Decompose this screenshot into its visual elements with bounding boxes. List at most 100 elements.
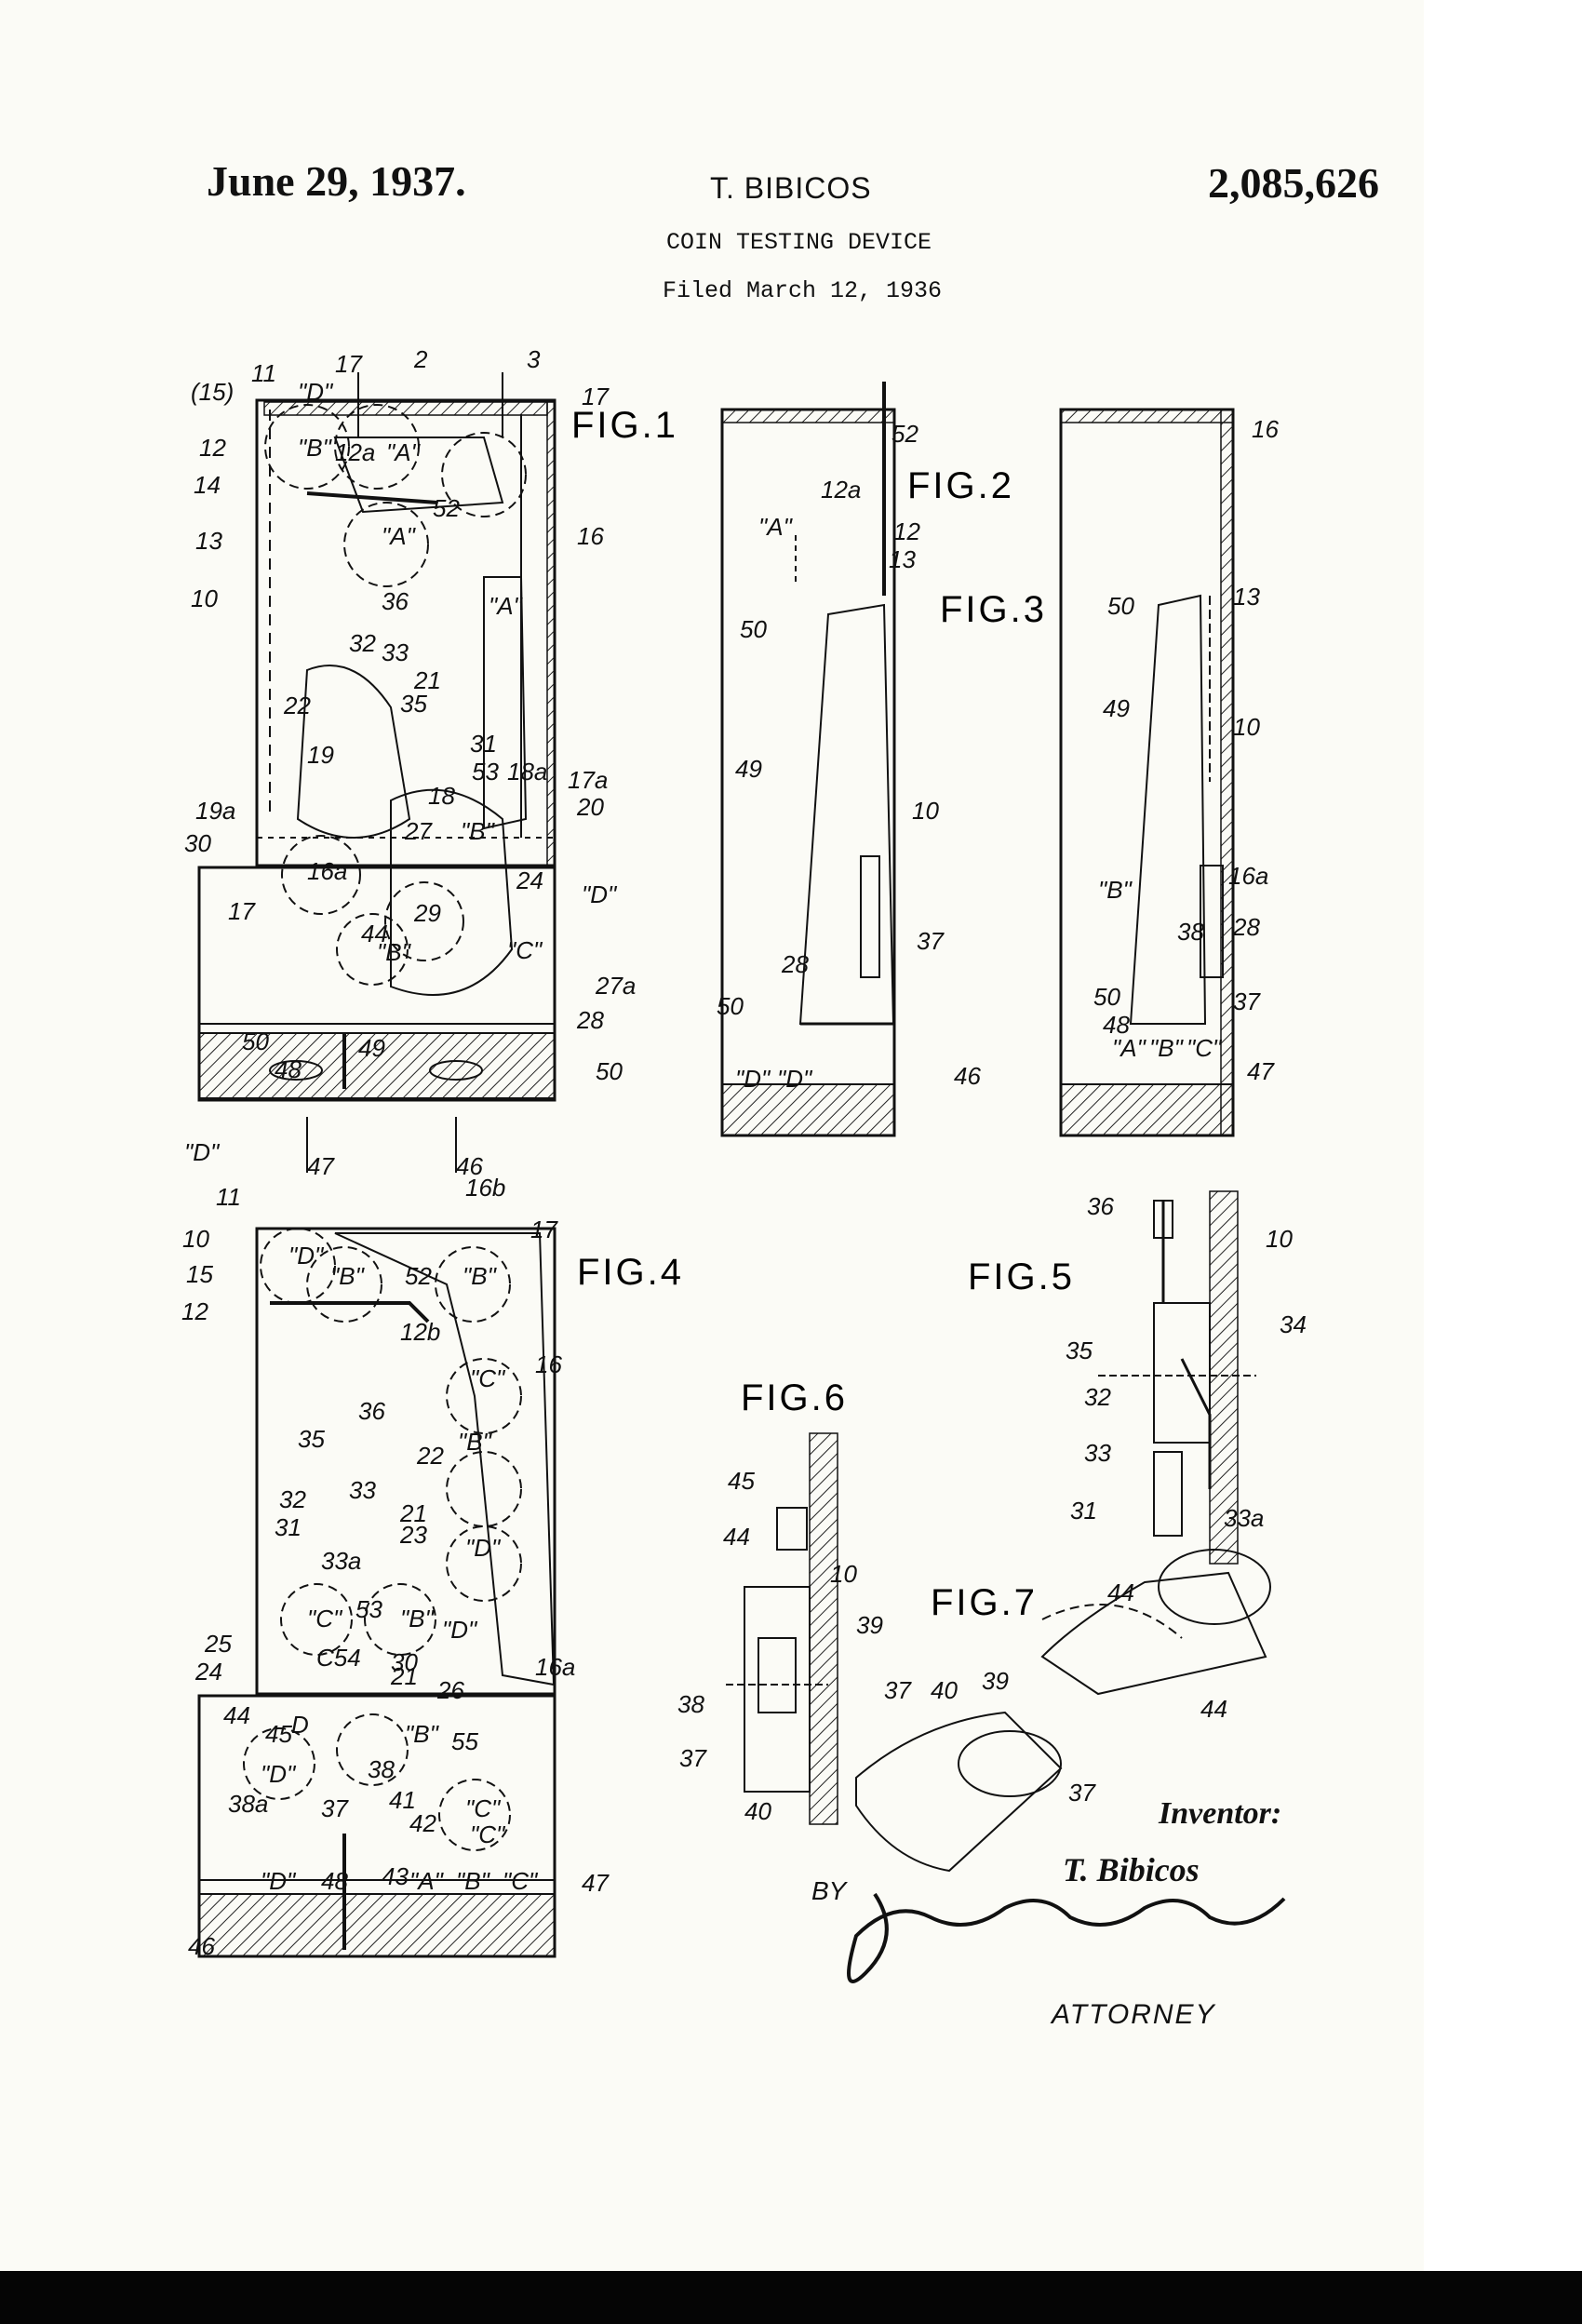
attorney-label: ATTORNEY	[1052, 1999, 1216, 2030]
fig1-reference-numeral: 31	[470, 730, 497, 758]
fig2-reference-numeral: 50	[717, 992, 744, 1020]
fig3-reference-numeral: "B"	[1149, 1034, 1185, 1062]
fig1-reference-numeral: "C"	[507, 936, 543, 964]
fig1-reference-numeral: 27	[404, 817, 433, 845]
fig5-reference-numeral: 34	[1280, 1310, 1307, 1338]
fig1-reference-numeral: "B"	[461, 817, 496, 845]
fig4-reference-numeral: 55	[451, 1727, 478, 1755]
fig1-reference-numeral: 12a	[335, 438, 375, 466]
fig6-reference-numeral: 45	[728, 1467, 755, 1495]
fig1-reference-numeral: 17	[582, 383, 610, 410]
fig1-reference-numeral: 33	[382, 638, 409, 666]
patent-date: June 29, 1937.	[207, 157, 466, 205]
fig4-reference-numeral: 21	[390, 1662, 418, 1690]
fig7-label: FIG.7	[931, 1582, 1038, 1623]
fig1-reference-numeral: 16a	[307, 857, 347, 885]
fig3-reference-numeral: 13	[1233, 583, 1260, 611]
fig4-reference-numeral: 25	[204, 1630, 232, 1658]
fig2-reference-numeral: 52	[892, 420, 918, 448]
fig4-reference-numeral: C54	[316, 1644, 361, 1672]
fig5-reference-numeral: 10	[1266, 1225, 1293, 1253]
fig1-reference-numeral: 24	[516, 866, 543, 894]
fig1-reference-numeral: 14	[194, 471, 221, 499]
fig4-reference-numeral: 47	[582, 1869, 610, 1897]
fig4-reference-numeral: 22	[416, 1442, 444, 1470]
fig4-reference-numeral: 21	[399, 1499, 427, 1527]
fig4-reference-numeral: 52	[405, 1262, 432, 1290]
fig4-reference-numeral: "D"	[261, 1760, 297, 1788]
fig4-reference-numeral: 44	[223, 1701, 250, 1729]
fig1-reference-numeral: 30	[184, 829, 211, 857]
fig4-reference-numeral: "C"	[470, 1820, 506, 1848]
fig5-label: FIG.5	[968, 1256, 1075, 1297]
fig1-reference-numeral: 2	[413, 345, 428, 373]
fig1-reference-numeral: 32	[349, 629, 376, 657]
fig4-reference-numeral: "C"	[465, 1794, 502, 1822]
fig6-reference-numeral: 37	[679, 1744, 707, 1772]
fig3-reference-numeral: 38	[1177, 918, 1204, 946]
fig1-reference-numeral: "A"	[386, 438, 422, 466]
figure-7	[855, 1549, 1271, 1873]
fig1-reference-numeral: 35	[400, 690, 427, 718]
fig1-reference-numeral: 27a	[595, 972, 636, 1000]
fig3-reference-numeral: "B"	[1098, 876, 1133, 904]
fig5-reference-numeral: 36	[1087, 1192, 1114, 1220]
fig2-reference-numeral: 12	[893, 517, 920, 545]
fig4-reference-numeral: 41	[389, 1786, 416, 1814]
fig5-reference-numeral: 31	[1070, 1497, 1097, 1525]
fig1-reference-numeral: 29	[413, 899, 441, 927]
fig4-reference-numeral: 12	[181, 1297, 208, 1325]
figure-3	[1059, 408, 1235, 1137]
fig2-reference-numeral: 10	[912, 797, 939, 825]
scan-margin-right	[1424, 0, 1582, 2271]
patent-drawings: FIG.1 FIG.2 FIG.3	[181, 345, 1307, 1983]
figure-2	[720, 382, 896, 1137]
fig3-reference-numeral: "A"	[1112, 1034, 1147, 1062]
fig1-reference-numeral: "D"	[184, 1138, 221, 1166]
fig2-reference-numeral: 49	[735, 755, 762, 783]
fig4-reference-numeral: 23	[399, 1521, 427, 1549]
fig4-reference-numeral: 16b	[465, 1174, 505, 1202]
fig3-label: FIG.3	[940, 589, 1047, 630]
fig2-reference-numeral: 13	[889, 545, 916, 573]
fig1-reference-numeral: 21	[413, 666, 441, 694]
fig5-reference-labels: 36 10 34 35 32 33 31 33a	[1066, 1192, 1307, 1532]
fig5-reference-numeral: 33	[1084, 1439, 1111, 1467]
fig5-reference-numeral: 35	[1066, 1337, 1093, 1364]
fig1-reference-numeral: 49	[358, 1034, 385, 1062]
fig5-reference-numeral: 32	[1084, 1383, 1111, 1411]
fig2-reference-numeral: 46	[954, 1062, 981, 1090]
fig4-reference-numeral: 32	[279, 1485, 306, 1513]
fig1-reference-numeral: 17	[228, 897, 256, 925]
fig4-reference-numeral: "B"	[463, 1262, 498, 1290]
fig1-reference-numeral: "A"	[489, 592, 524, 620]
fig5-reference-numeral: 33a	[1224, 1504, 1264, 1532]
fig4-reference-numeral: 10	[182, 1225, 209, 1253]
fig4-reference-numeral: "C"	[503, 1867, 539, 1895]
fig2-reference-numeral: 12a	[821, 476, 861, 504]
fig1-reference-numeral: "B"	[298, 434, 333, 462]
fig4-reference-numeral: 45	[265, 1720, 292, 1748]
fig4-reference-numeral: 17	[530, 1216, 558, 1243]
fig4-reference-numeral: D	[291, 1711, 309, 1739]
fig4-reference-numeral: 30	[391, 1648, 418, 1676]
fig1-reference-numeral: 44	[361, 920, 388, 947]
fig1-reference-numeral: 17a	[568, 766, 608, 794]
fig7-reference-numeral: 44	[1107, 1578, 1134, 1606]
inventor-label: Inventor:	[1159, 1796, 1282, 1831]
fig2-reference-numeral: 37	[917, 927, 945, 955]
fig4-reference-numeral: 35	[298, 1425, 325, 1453]
fig1-reference-numeral: 13	[195, 527, 222, 555]
fig4-reference-numeral: "B"	[330, 1262, 366, 1290]
fig4-reference-numeral: 15	[186, 1260, 213, 1288]
fig6-reference-numeral: 39	[856, 1611, 883, 1639]
patent-title: COIN TESTING DEVICE	[666, 229, 932, 256]
fig7-reference-numeral: 37	[884, 1676, 912, 1704]
fig2-reference-numeral: "A"	[758, 513, 794, 541]
fig1-reference-numeral: 53	[472, 758, 499, 786]
fig3-reference-numeral: 37	[1233, 987, 1261, 1015]
inventor-signature-name: T. Bibicos	[1063, 1851, 1200, 1888]
fig4-label: FIG.4	[577, 1252, 684, 1293]
